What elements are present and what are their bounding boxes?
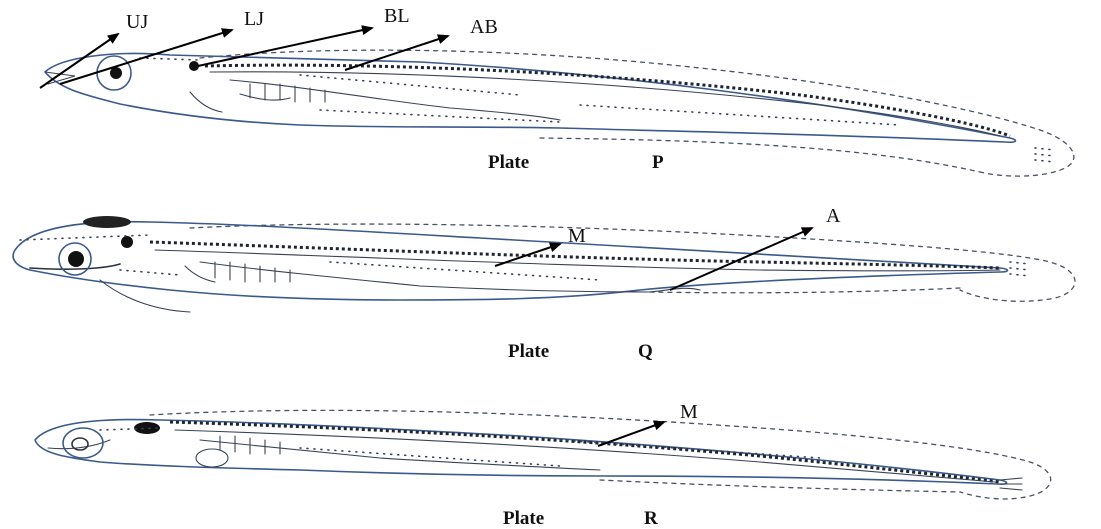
larva-q [13, 216, 1075, 312]
label-m-r: M [680, 401, 698, 423]
label-a-q: A [826, 205, 841, 227]
larva-r [35, 410, 1051, 499]
plate-caption-r: Plate [503, 508, 544, 529]
body-outline-r [35, 420, 1007, 485]
pupil-p [110, 67, 122, 79]
gut-r [200, 440, 600, 470]
pupil-q [68, 251, 84, 267]
arrow-uj [40, 34, 118, 88]
pigment-spot-p [189, 61, 199, 71]
eye-r [63, 428, 103, 458]
label-uj: UJ [126, 11, 148, 33]
plate-caption-q: Plate [508, 341, 549, 362]
notochord-r [170, 422, 1000, 482]
plate-letter-q: Q [638, 341, 653, 362]
head-pigment-q [83, 216, 131, 228]
pigment-spot-q [121, 236, 133, 248]
plate-letter-r: R [644, 508, 658, 529]
plate-caption-p: Plate [488, 152, 529, 173]
label-ab: AB [470, 16, 498, 38]
arrow-ab [345, 36, 448, 70]
finfold-outline-q [190, 224, 1075, 301]
plate-letter-p: P [652, 152, 664, 173]
larva-p [45, 50, 1074, 176]
label-bl: BL [384, 5, 410, 27]
label-lj: LJ [244, 8, 264, 30]
finfold-outline-p [200, 50, 1074, 176]
arrow-m-r [598, 422, 664, 446]
pupil-r [72, 438, 88, 450]
label-m-q: M [568, 225, 586, 247]
